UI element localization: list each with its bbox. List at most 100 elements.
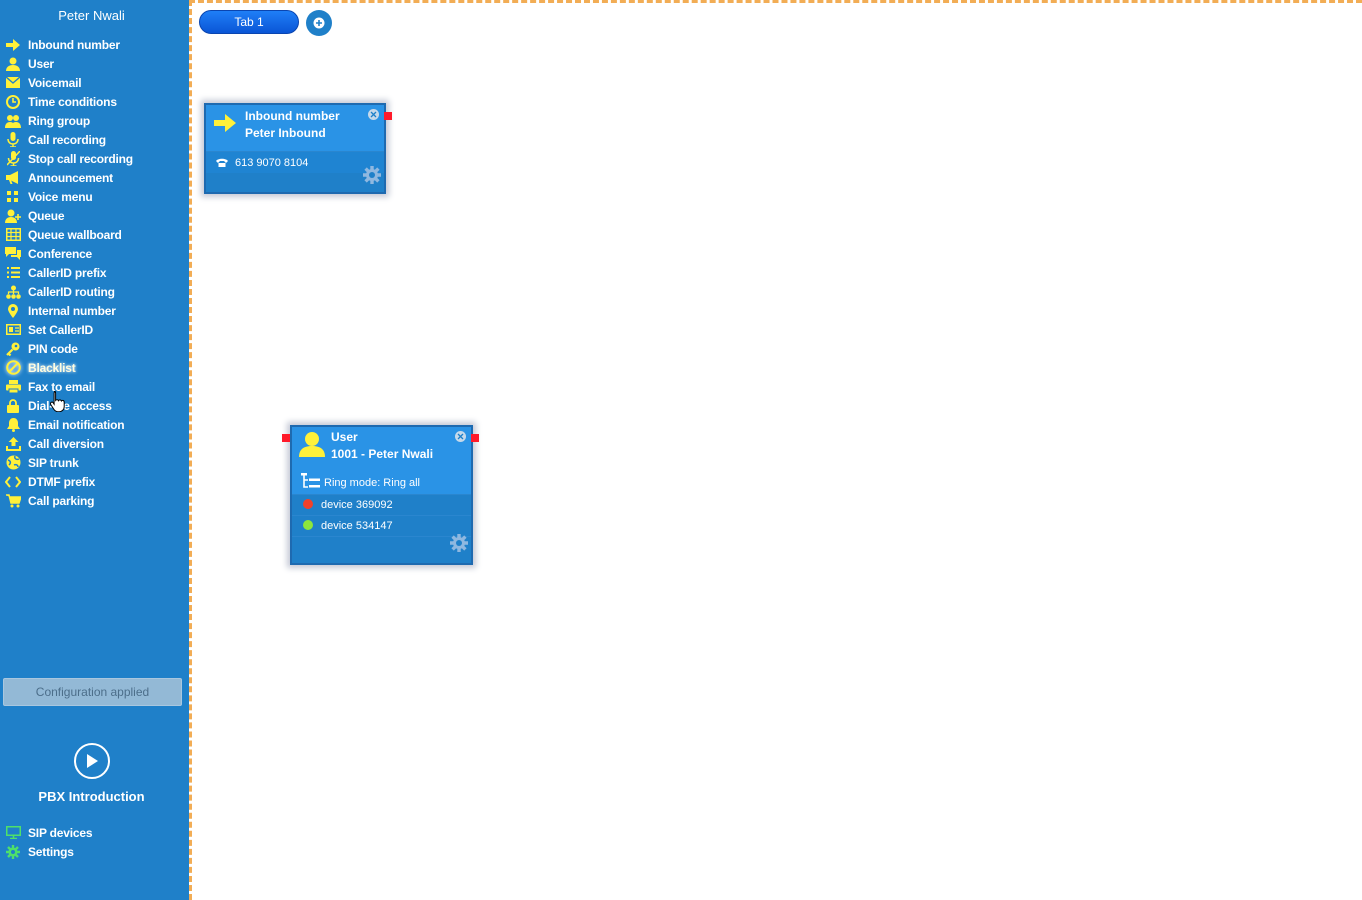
menu-item-voicemail[interactable]: Voicemail [0,73,189,92]
menu-item-label: Dial-ine access [28,398,112,413]
menu-item-internal-number[interactable]: Internal number [0,301,189,320]
menu-item-fax-to-email[interactable]: Fax to email [0,377,189,396]
inbound-number-value: 613 9070 8104 [235,156,309,169]
grid-icon [4,189,22,205]
phone-icon [216,158,228,167]
close-icon[interactable] [368,109,379,120]
menu-item-user[interactable]: User [0,54,189,73]
close-icon[interactable] [455,431,466,442]
pbx-introduction: PBX Introduction [0,743,183,804]
user-node[interactable]: User 1001 - Peter Nwali Ring mode: Ring … [282,425,479,565]
menu-item-label: Settings [28,844,74,859]
menu-item-inbound-number[interactable]: Inbound number [0,35,189,54]
menu-item-label: Voicemail [28,75,82,90]
arrow-right-icon [214,114,236,137]
chat-icon [4,246,22,262]
configuration-status-button[interactable]: Configuration applied [3,678,182,706]
menu-item-label: Stop call recording [28,151,133,166]
menu-item-label: Ring group [28,113,90,128]
menu-item-queue[interactable]: Queue [0,206,189,225]
menu-item-label: Set CallerID [28,322,93,337]
menu-item-settings[interactable]: Settings [0,842,189,861]
menu-item-call-parking[interactable]: Call parking [0,491,189,510]
ring-mode-row: Ring mode: Ring all [292,467,471,494]
menu-item-label: Fax to email [28,379,95,394]
node-footer [292,533,471,559]
menu-item-stop-call-recording[interactable]: Stop call recording [0,149,189,168]
play-icon[interactable] [73,743,110,779]
menu-item-time-conditions[interactable]: Time conditions [0,92,189,111]
monitor-icon [4,825,22,841]
settings-gear-icon[interactable] [362,165,382,190]
pbx-introduction-label[interactable]: PBX Introduction [38,789,145,804]
group-icon [4,113,22,129]
code-icon [4,474,22,490]
user-plus-icon [4,208,22,224]
input-port[interactable] [282,434,290,442]
microphone-icon [4,132,22,148]
menu-item-sip-devices[interactable]: SIP devices [0,823,189,842]
id-card-icon [4,322,22,338]
bell-icon [4,417,22,433]
menu-item-dtmf-prefix[interactable]: DTMF prefix [0,472,189,491]
menu-item-conference[interactable]: Conference [0,244,189,263]
menu-item-ring-group[interactable]: Ring group [0,111,189,130]
node-footer [206,166,384,192]
device-label: device 534147 [321,520,393,532]
status-dot-icon [303,519,313,530]
menu-item-label: Voice menu [28,189,93,204]
sitemap-icon [4,284,22,300]
menu-item-voice-menu[interactable]: Voice menu [0,187,189,206]
node-type-label: Inbound number [245,109,340,123]
user-icon [299,431,325,462]
node-header: Inbound number Peter Inbound [206,105,384,151]
node-number-row: 613 9070 8104 [206,151,384,173]
menu-item-label: PIN code [28,341,78,356]
inbound-number-node[interactable]: Inbound number Peter Inbound 613 9070 81… [204,103,392,194]
menu-item-callerid-prefix[interactable]: CallerID prefix [0,263,189,282]
menu-item-dial-in-access[interactable]: Dial-ine access [0,396,189,415]
output-port[interactable] [384,112,392,120]
node-header: User 1001 - Peter Nwali [292,427,471,467]
menu-item-label: Call diversion [28,436,104,451]
menu-item-label: Conference [28,246,93,261]
user-icon [4,56,22,72]
menu-item-label: CallerID prefix [28,265,107,280]
add-tab-button[interactable] [306,10,332,36]
ring-mode-value: Ring mode: Ring all [324,476,420,489]
menu-item-pin-code[interactable]: PIN code [0,339,189,358]
device-row: device 534147 [292,515,471,536]
menu-item-label: Inbound number [28,37,120,52]
megaphone-icon [4,170,22,186]
microphone-off-icon [4,151,22,167]
menu-item-callerid-routing[interactable]: CallerID routing [0,282,189,301]
arrow-right-icon [4,37,22,53]
menu-item-label: Email notification [28,417,125,432]
menu-item-email-notification[interactable]: Email notification [0,415,189,434]
gear-icon [4,844,22,860]
menu-item-label: SIP trunk [28,455,79,470]
menu-item-label: Blacklist [28,360,76,375]
menu-item-call-recording[interactable]: Call recording [0,130,189,149]
menu-item-set-callerid[interactable]: Set CallerID [0,320,189,339]
menu-item-blacklist[interactable]: Blacklist [0,358,189,377]
status-dot-icon [303,498,313,509]
settings-gear-icon[interactable] [449,533,469,558]
menu-item-label: Internal number [28,303,116,318]
output-port[interactable] [471,434,479,442]
menu-item-sip-trunk[interactable]: SIP trunk [0,453,189,472]
menu-item-queue-wallboard[interactable]: Queue wallboard [0,225,189,244]
globe-icon [4,455,22,471]
menu-item-announcement[interactable]: Announcement [0,168,189,187]
menu-item-call-diversion[interactable]: Call diversion [0,434,189,453]
hand-cursor-icon [49,390,65,417]
user-name: Peter Nwali [58,8,125,23]
upload-icon [4,436,22,452]
bottom-menu: SIP devices Settings [0,823,189,861]
tab-1[interactable]: Tab 1 [199,10,299,34]
menu-item-label: User [28,56,54,71]
device-label: device 369092 [321,499,393,511]
menu-item-label: CallerID routing [28,284,115,299]
cart-icon [4,493,22,509]
menu-item-label: Queue wallboard [28,227,122,242]
